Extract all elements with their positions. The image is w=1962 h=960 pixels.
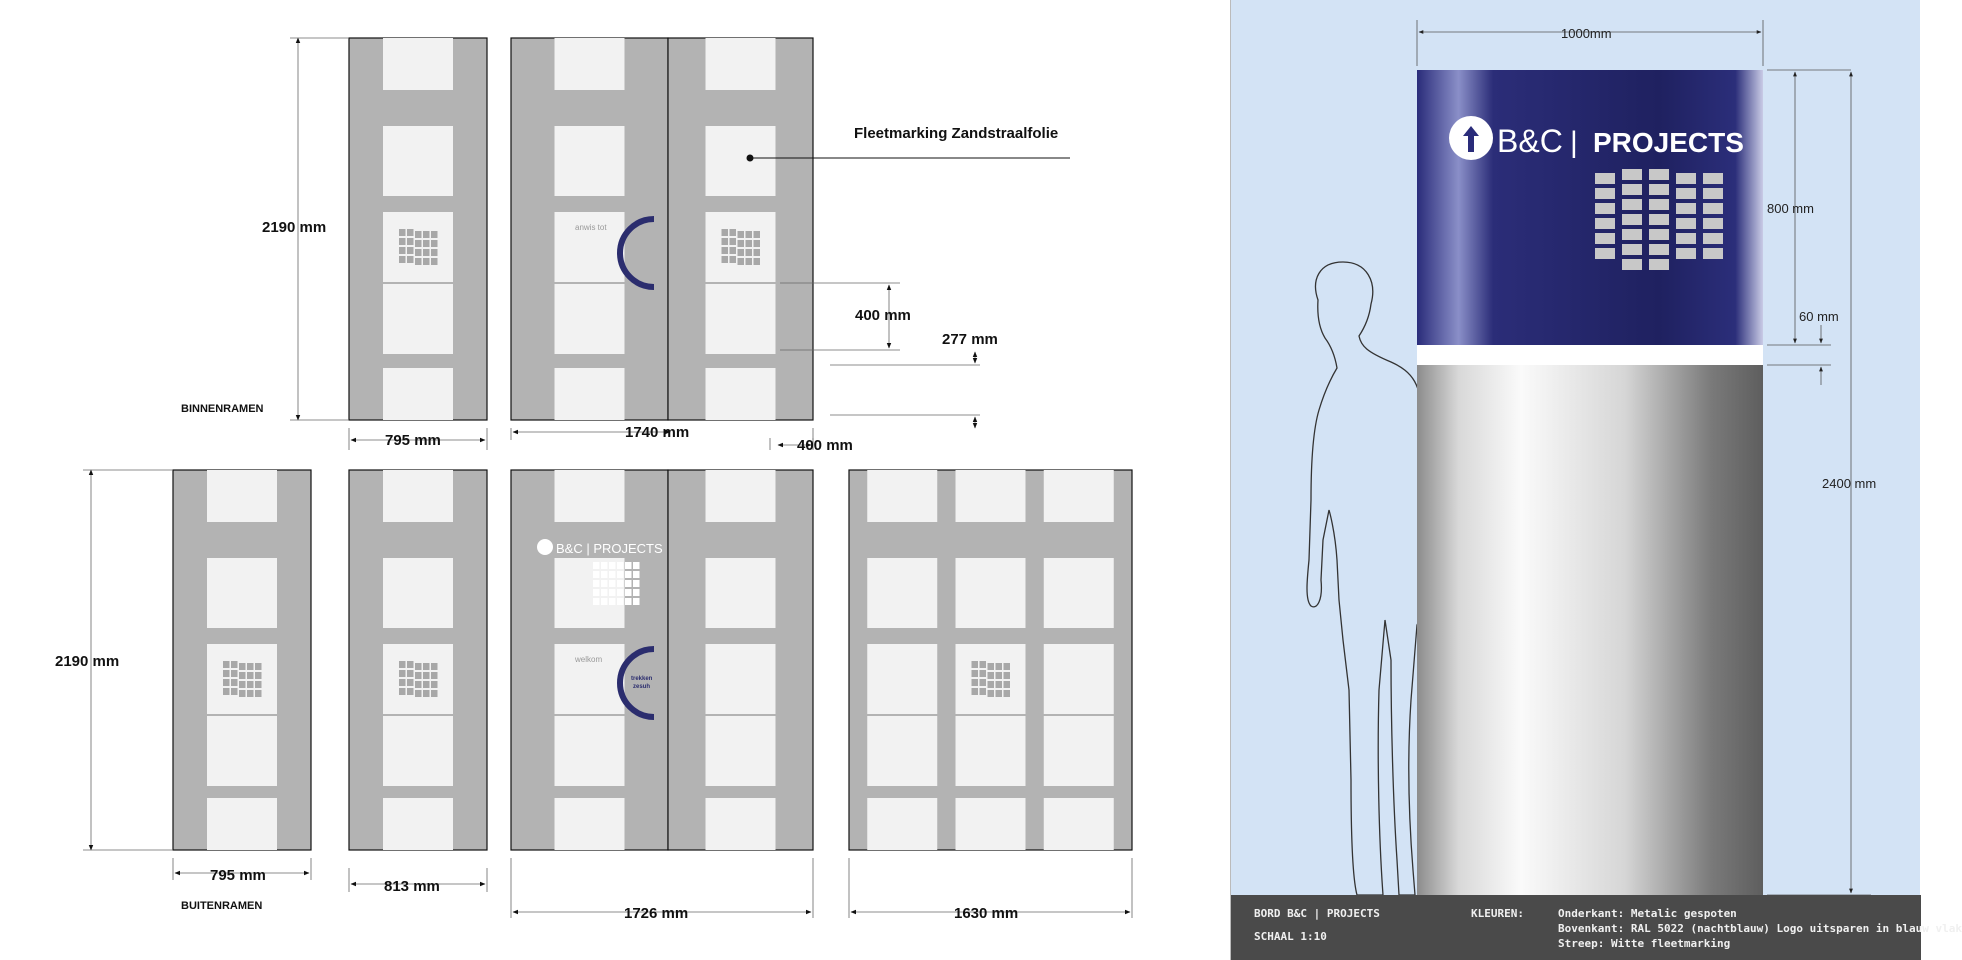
dim-1630: 1630 mm: [954, 905, 1018, 922]
title-block-line3: Streep: Witte fleetmarking: [1558, 937, 1731, 950]
dim-height-top: 2190 mm: [262, 219, 326, 236]
door-building-icon: [593, 562, 640, 605]
window-outer-1: [172, 469, 312, 851]
building-mini-icon: [721, 229, 760, 265]
svg-text:zesuh: zesuh: [633, 684, 650, 690]
dim-400-bottom: 400 mm: [797, 437, 853, 454]
svg-text:|: |: [1570, 126, 1578, 159]
dim-795-bottom: 795 mm: [210, 867, 266, 884]
door-inner-right: [667, 37, 814, 421]
sign-column-drawing: B&C | PROJECTS 1000mm 800 mm 60 mm 2400 …: [1306, 20, 1876, 896]
sign-dim-stripe: 60 mm: [1799, 309, 1839, 324]
person-silhouette: [1306, 261, 1431, 896]
door-text-inner: anwis tot: [575, 223, 607, 232]
dim-400-vertical: 400 mm: [855, 307, 911, 324]
title-block-scale: SCHAAL 1:10: [1254, 930, 1327, 943]
sign-brand-suffix: PROJECTS: [1593, 127, 1744, 158]
door-inner-left: [510, 37, 669, 421]
door-outer-right: [667, 469, 814, 851]
title-block-line2: Bovenkant: RAL 5022 (nachtblauw) Logo ui…: [1558, 922, 1962, 935]
dim-277-vertical: 277 mm: [942, 331, 998, 348]
door-handle-inner: [617, 216, 655, 290]
door-brand-logo: B&C | PROJECTS: [537, 539, 663, 556]
building-mini-icon: [399, 229, 438, 265]
window-elevations-drawing: Fleetmarking Zandstraalfolie 2190 mm 795…: [55, 37, 1133, 922]
fleetmarking-callout: Fleetmarking Zandstraalfolie: [746, 125, 1070, 162]
sign-dim-top-panel: 800 mm: [1767, 201, 1814, 216]
window-panels: [172, 37, 1133, 851]
section-label-inner: BINNENRAMEN: [181, 403, 264, 415]
building-mini-icon: [223, 661, 262, 697]
title-block-title: BORD B&C | PROJECTS: [1254, 907, 1380, 920]
sign-dim-width: 1000mm: [1561, 26, 1612, 41]
sign-drawing-panel: B&C | PROJECTS 1000mm 800 mm 60 mm 2400 …: [1230, 0, 1962, 960]
dim-813: 813 mm: [384, 878, 440, 895]
sign-dim-total: 2400 mm: [1822, 476, 1876, 491]
window-drawings-panel: Fleetmarking Zandstraalfolie 2190 mm 795…: [55, 37, 1133, 922]
dim-1740: 1740 mm: [625, 424, 689, 441]
building-grid-icon: [1595, 169, 1723, 270]
door-text-outer: welkom: [574, 655, 602, 664]
sign-metallic-base: [1417, 365, 1763, 895]
title-block-line1: Onderkant: Metalic gespoten: [1558, 907, 1737, 920]
callout-label: Fleetmarking Zandstraalfolie: [854, 125, 1058, 142]
dimension-lines: [83, 37, 1133, 918]
dim-795-top: 795 mm: [385, 432, 441, 449]
window-outer-2: [348, 469, 488, 851]
door-handle-outer: [617, 646, 655, 720]
building-mini-icon: [399, 661, 438, 697]
window-outer-wide: [848, 469, 1133, 851]
title-block: BORD B&C | PROJECTS SCHAAL 1:10 KLEUREN:…: [1231, 895, 1962, 960]
sign-dimension-lines: [1416, 20, 1871, 896]
door-brand-text: B&C | PROJECTS: [556, 541, 663, 556]
section-label-outer: BUITENRAMEN: [181, 900, 262, 912]
building-mini-icon: [971, 661, 1010, 697]
sign-brand: B&C: [1497, 123, 1563, 159]
window-inner-1: [348, 37, 488, 421]
sign-white-stripe: [1417, 345, 1763, 365]
door-handle-text: trekken: [631, 676, 653, 682]
sign-logo: B&C | PROJECTS: [1449, 116, 1744, 160]
door-outer-left: [510, 469, 669, 851]
title-block-colors-label: KLEUREN:: [1471, 907, 1524, 920]
dim-height-bottom: 2190 mm: [55, 653, 119, 670]
dim-1726: 1726 mm: [624, 905, 688, 922]
